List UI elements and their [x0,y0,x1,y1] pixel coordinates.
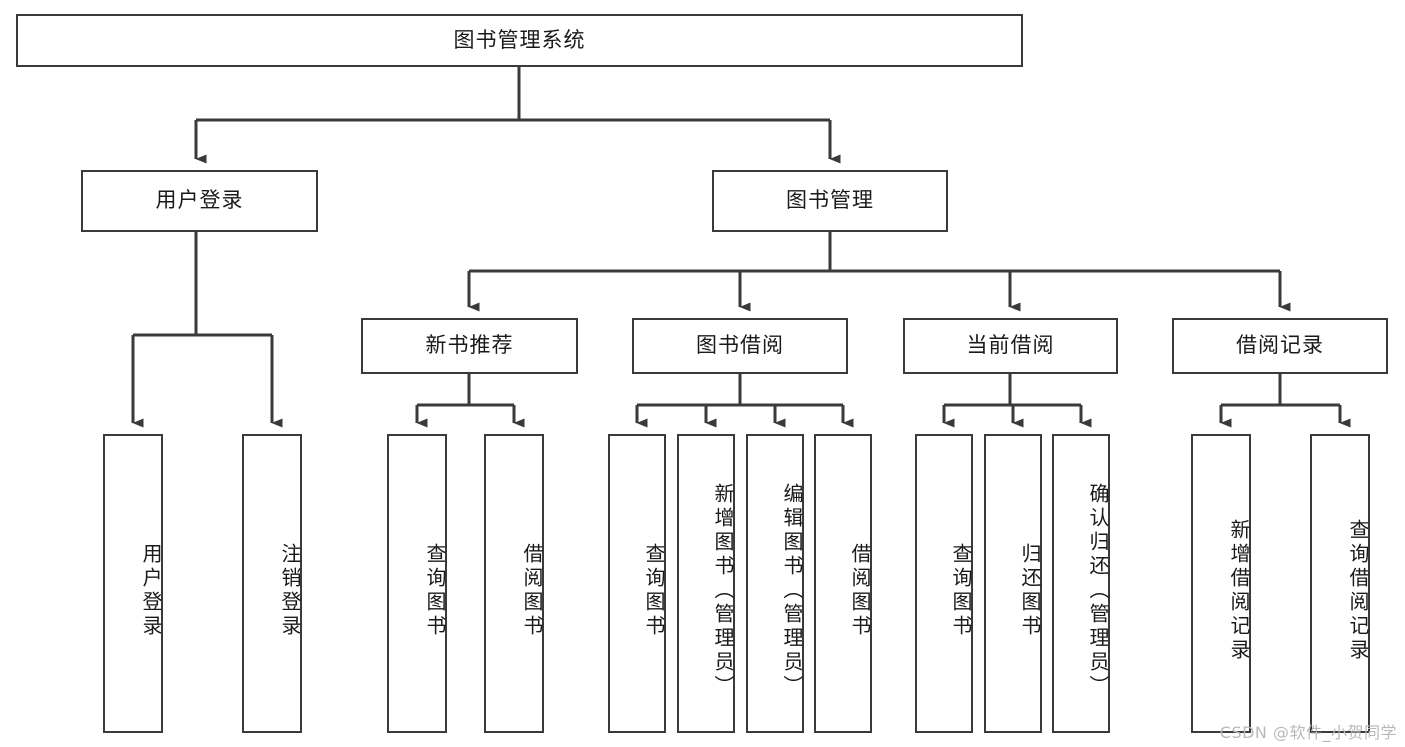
node-user-logout-label: 注销登录 [278,542,302,639]
node-user-login-do[interactable]: 用户登录 [103,434,163,733]
node-current-query-book-label: 查询图书 [949,542,973,639]
node-borrow-query-book-label: 查询图书 [642,542,666,639]
csdn-watermark: CSDN @软件_小贺同学 [1219,723,1397,742]
node-query-borrow-record[interactable]: 查询借阅记录 [1310,434,1370,733]
node-add-borrow-record-label: 新增借阅记录 [1227,518,1251,663]
node-confirm-return-admin-label: 确认归还（管理员） [1086,482,1110,699]
node-book-borrow-label: 图书借阅 [696,333,784,358]
node-book-manage-label: 图书管理 [786,188,874,213]
node-root-label: 图书管理系统 [453,27,586,52]
node-user-login[interactable]: 用户登录 [81,170,318,232]
node-borrow-book-rec-label: 借阅图书 [520,542,544,639]
node-borrow-query-book[interactable]: 查询图书 [608,434,666,733]
node-borrow-record[interactable]: 借阅记录 [1172,318,1388,374]
node-return-book[interactable]: 归还图书 [984,434,1042,733]
node-borrow-record-label: 借阅记录 [1236,333,1324,358]
node-borrow-book-do[interactable]: 借阅图书 [814,434,872,733]
node-add-borrow-record[interactable]: 新增借阅记录 [1191,434,1251,733]
node-book-borrow[interactable]: 图书借阅 [632,318,848,374]
node-new-book-rec[interactable]: 新书推荐 [361,318,578,374]
node-book-manage[interactable]: 图书管理 [712,170,948,232]
node-add-book-admin-label: 新增图书（管理员） [711,482,735,699]
node-query-borrow-record-label: 查询借阅记录 [1346,518,1370,663]
node-new-book-rec-label: 新书推荐 [425,333,514,358]
node-borrow-book-rec[interactable]: 借阅图书 [484,434,544,733]
node-edit-book-admin[interactable]: 编辑图书（管理员） [746,434,804,733]
node-user-login-label: 用户登录 [155,188,244,213]
node-user-login-do-label: 用户登录 [139,542,163,639]
node-confirm-return-admin[interactable]: 确认归还（管理员） [1052,434,1110,733]
node-edit-book-admin-label: 编辑图书（管理员） [780,482,804,699]
node-add-book-admin[interactable]: 新增图书（管理员） [677,434,735,733]
node-borrow-book-do-label: 借阅图书 [848,542,872,639]
node-current-query-book[interactable]: 查询图书 [915,434,973,733]
node-user-logout[interactable]: 注销登录 [242,434,302,733]
node-current-borrow-label: 当前借阅 [966,333,1055,358]
node-query-book-rec[interactable]: 查询图书 [387,434,447,733]
node-return-book-label: 归还图书 [1018,542,1042,639]
node-current-borrow[interactable]: 当前借阅 [903,318,1118,374]
node-query-book-rec-label: 查询图书 [423,542,447,639]
node-root[interactable]: 图书管理系统 [16,14,1023,67]
